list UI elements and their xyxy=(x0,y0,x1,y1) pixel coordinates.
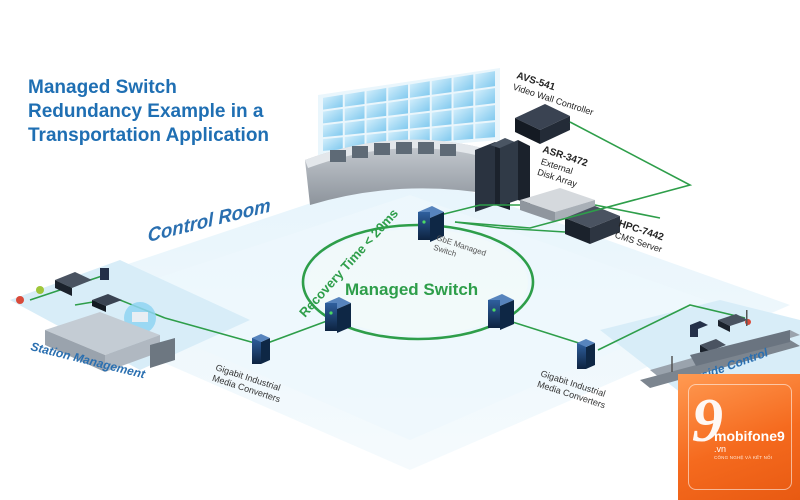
badge-frame xyxy=(688,384,792,490)
hpc-7442-device xyxy=(565,206,620,244)
server-racks xyxy=(475,138,530,212)
video-wall-tile xyxy=(453,124,474,141)
mobifone-logo-badge: 9 mobifone9 .vn CÔNG NGHỆ VÀ KẾT NỐI xyxy=(678,374,800,500)
video-wall-tile xyxy=(453,107,474,125)
video-wall-tile xyxy=(431,77,452,95)
video-wall-tile xyxy=(323,123,343,138)
station-equipment xyxy=(16,268,175,372)
video-wall-tile xyxy=(431,126,452,143)
video-wall-tile xyxy=(453,91,474,109)
badge-tagline: CÔNG NGHỆ VÀ KẾT NỐI xyxy=(714,455,773,460)
video-wall-tile xyxy=(366,117,387,133)
asr-3472-device xyxy=(520,188,595,222)
console-monitors xyxy=(330,142,456,162)
video-wall-tile xyxy=(344,105,365,121)
avs-541-device xyxy=(515,104,570,144)
video-wall-tile xyxy=(475,105,495,123)
asr-3472-label: ASR-3472 External Disk Array xyxy=(536,144,589,189)
media-converter-right xyxy=(577,339,595,369)
video-wall-tile xyxy=(323,137,343,151)
video-wall-tile xyxy=(366,102,387,119)
video-wall-tile xyxy=(388,100,408,116)
video-wall-tile xyxy=(388,115,408,131)
title-line-3: Transportation Application xyxy=(28,125,270,146)
video-wall-tile xyxy=(475,71,495,89)
video-wall-tile xyxy=(323,108,343,124)
video-wall-tile xyxy=(431,94,452,111)
video-wall-tile xyxy=(366,88,387,104)
video-wall-tile xyxy=(388,84,408,101)
video-wall-tile xyxy=(410,112,430,129)
gbe-managed-switch-left xyxy=(325,297,351,333)
connection-lines xyxy=(29,121,746,351)
ring-inner-glow xyxy=(308,229,528,335)
video-wall-tile xyxy=(344,120,365,135)
media-converter-left xyxy=(252,334,270,364)
video-wall-tile xyxy=(453,74,474,92)
logo-nine-icon: 9 xyxy=(692,387,723,455)
video-wall-tile xyxy=(323,94,343,110)
video-wall-tile xyxy=(475,88,495,106)
badge-brand: mobifone9 xyxy=(714,428,785,444)
video-wall-tile xyxy=(344,91,365,107)
video-wall-tile xyxy=(431,110,452,127)
title-line-2: Redundancy Example in a xyxy=(28,101,264,122)
title-line-1: Managed Switch xyxy=(28,77,177,98)
video-wall-tile xyxy=(410,81,430,98)
gbe-managed-switch-top xyxy=(418,206,444,242)
ring-label: Managed Switch xyxy=(345,280,478,299)
gbe-managed-switch-right xyxy=(488,294,514,330)
video-wall-tile xyxy=(410,97,430,114)
diagram-title: Managed Switch Redundancy Example in a T… xyxy=(28,76,328,148)
video-wall-tile xyxy=(475,122,495,139)
badge-domain: .vn xyxy=(714,444,727,454)
